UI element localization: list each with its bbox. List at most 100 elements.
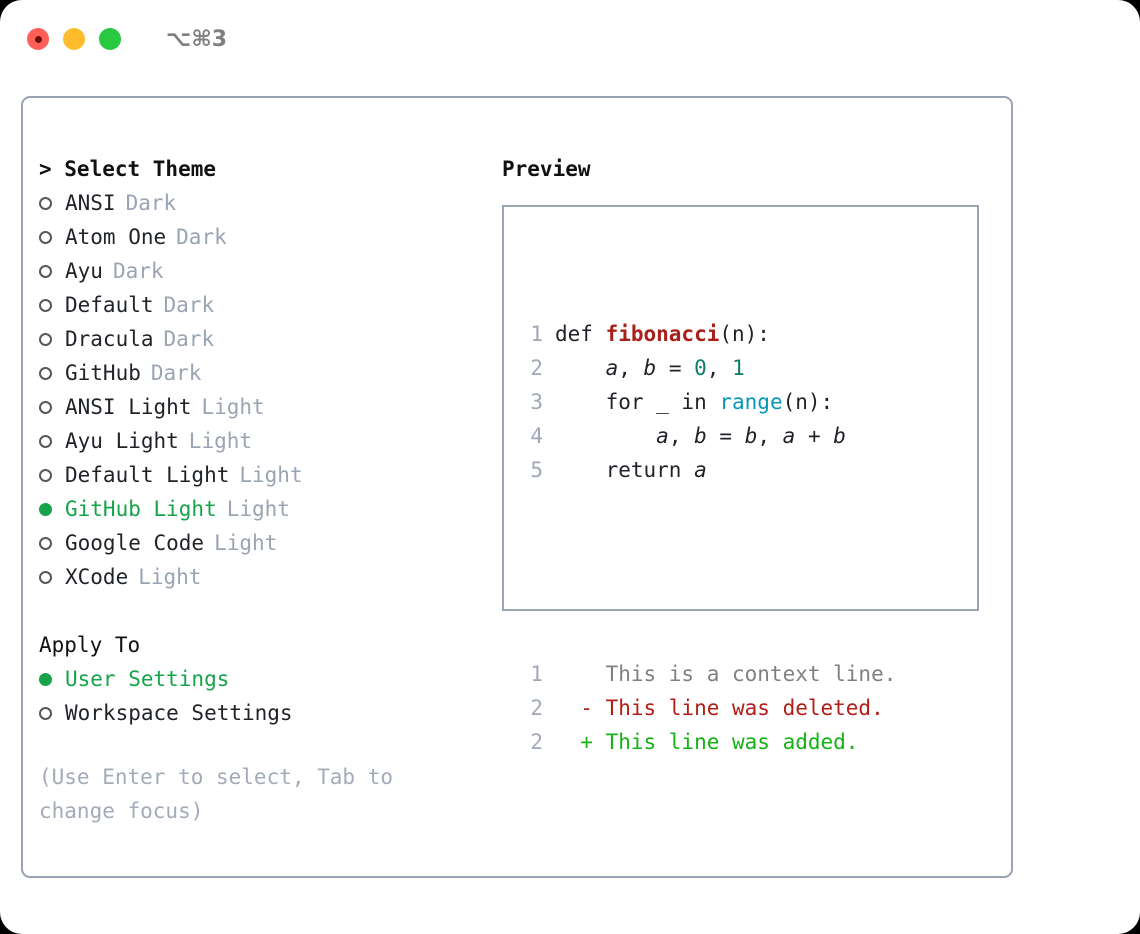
radio-unselected-icon <box>39 570 65 584</box>
title-bar: ⌥⌘3 <box>0 0 1140 78</box>
code-token: b <box>744 424 758 448</box>
theme-option-default[interactable]: Default Dark <box>39 288 489 322</box>
code-token: (n): <box>782 390 834 414</box>
minimize-button-icon[interactable] <box>63 28 85 50</box>
radio-unselected-icon <box>39 332 65 346</box>
theme-option-label: XCode <box>65 565 129 589</box>
theme-option-github[interactable]: GitHub Dark <box>39 356 489 390</box>
radio-unselected-icon <box>39 366 65 380</box>
radio-unselected-icon <box>39 196 65 210</box>
close-focus-dot <box>34 35 42 43</box>
code-token: , <box>706 356 733 380</box>
radio-unselected-icon <box>39 298 65 312</box>
keyboard-hint-text: (Use Enter to select, Tab to change focu… <box>39 765 406 823</box>
theme-option-label: ANSI Light <box>65 395 192 419</box>
apply-to-option-user-settings[interactable]: User Settings <box>39 662 489 696</box>
theme-option-google-code[interactable]: Google Code Light <box>39 526 489 560</box>
code-token: , <box>668 424 695 448</box>
diff-line-text: - This line was deleted. <box>555 696 884 720</box>
theme-variant-badge: Dark <box>176 225 227 249</box>
theme-option-ansi[interactable]: ANSI Dark <box>39 186 489 220</box>
theme-variant-badge: Light <box>239 463 303 487</box>
apply-to-heading: Apply To <box>39 633 141 657</box>
diff-line-text: + This line was added. <box>555 730 859 754</box>
code-token: b <box>833 424 846 448</box>
apply-to-option-label: User Settings <box>65 667 230 691</box>
radio-circle <box>39 230 52 244</box>
code-line: 5 return a <box>515 453 896 487</box>
radio-circle <box>39 468 52 482</box>
code-token: = <box>656 356 695 380</box>
theme-option-label: GitHub <box>65 361 141 385</box>
radio-circle <box>39 672 52 686</box>
radio-unselected-icon <box>39 536 65 550</box>
diff-line: 2 - This line was deleted. <box>515 691 896 725</box>
apply-to-option-workspace-settings[interactable]: Workspace Settings <box>39 696 489 730</box>
radio-unselected-icon <box>39 434 65 448</box>
radio-unselected-icon <box>39 706 65 720</box>
code-token: 1 <box>732 356 745 380</box>
line-number: 2 <box>530 730 543 754</box>
code-token: def <box>555 322 606 346</box>
line-number: 3 <box>530 390 543 414</box>
diff-line: 1 This is a context line. <box>515 657 896 691</box>
maximize-button-icon[interactable] <box>99 28 121 50</box>
code-line-text: def fibonacci(n): <box>555 317 770 351</box>
code-token <box>555 424 656 448</box>
theme-variant-badge: Dark <box>163 293 215 317</box>
theme-option-label: Atom One <box>65 225 167 249</box>
theme-option-label: ANSI <box>65 191 116 215</box>
code-token: a <box>605 356 619 380</box>
theme-variant-badge: Dark <box>112 259 164 283</box>
theme-variant-badge: Dark <box>125 191 177 215</box>
code-token: = <box>706 424 745 448</box>
theme-variant-badge: Light <box>201 395 265 419</box>
radio-circle <box>39 264 52 278</box>
code-token <box>555 356 606 380</box>
line-number: 2 <box>530 356 543 380</box>
theme-option-atom-one[interactable]: Atom One Dark <box>39 220 489 254</box>
close-button-icon[interactable] <box>27 28 49 50</box>
theme-option-label: GitHub Light <box>65 497 217 521</box>
radio-circle <box>39 536 52 550</box>
radio-circle <box>39 196 52 210</box>
keyboard-shortcut-label: ⌥⌘3 <box>166 26 228 52</box>
theme-variant-badge: Light <box>138 565 202 589</box>
theme-option-label: Ayu Light <box>65 429 179 453</box>
theme-option-label: Dracula <box>65 327 154 351</box>
radio-unselected-icon <box>39 230 65 244</box>
theme-option-ansi-light[interactable]: ANSI Light Light <box>39 390 489 424</box>
code-line: 3 for _ in range(n): <box>515 385 896 419</box>
theme-option-default-light[interactable]: Default Light Light <box>39 458 489 492</box>
radio-unselected-icon <box>39 468 65 482</box>
code-token: a <box>656 424 669 448</box>
code-diff-gap <box>515 555 896 589</box>
theme-option-xcode[interactable]: XCode Light <box>39 560 489 594</box>
theme-option-label: Default Light <box>65 463 230 487</box>
theme-variant-badge: Light <box>214 531 278 555</box>
theme-option-label: Google Code <box>65 531 205 555</box>
line-number: 2 <box>530 696 543 720</box>
diff-lines: 1 This is a context line.2 - This line w… <box>515 657 896 759</box>
code-token: , <box>618 356 644 380</box>
radio-unselected-icon <box>39 264 65 278</box>
theme-variant-badge: Dark <box>150 361 202 385</box>
theme-option-label: Default <box>65 293 154 317</box>
code-line: 4 a, b = b, a + b <box>515 419 896 453</box>
radio-unselected-icon <box>39 400 65 414</box>
code-line-text: a, b = 0, 1 <box>555 351 745 385</box>
radio-circle <box>39 400 52 414</box>
code-token: (n): <box>719 322 770 346</box>
code-token: a <box>782 424 796 448</box>
line-number: 1 <box>530 662 543 686</box>
